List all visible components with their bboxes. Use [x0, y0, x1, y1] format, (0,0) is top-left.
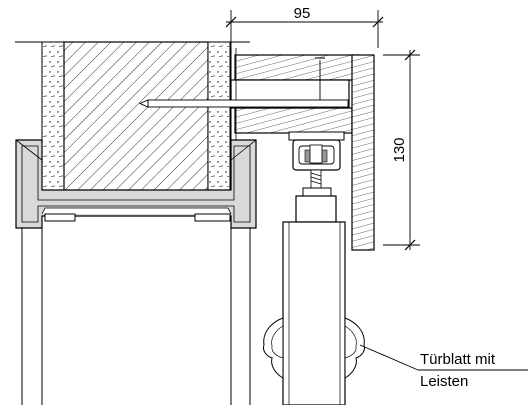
- label-door-leaf-line1: Türblatt mit: [420, 351, 496, 368]
- plaster-right: [207, 41, 231, 198]
- wall-anchor: [147, 99, 349, 108]
- door-leaf: [263, 221, 365, 405]
- wall-section: [15, 41, 250, 198]
- height-dimension-label: 130: [391, 137, 408, 162]
- side-panel: [351, 54, 375, 251]
- dimension-height: 130: [383, 49, 420, 251]
- casing-slot-left: [44, 213, 76, 222]
- moulding-right: [344, 317, 365, 379]
- door-casing: [15, 139, 257, 229]
- dimension-width: 95: [225, 5, 384, 48]
- hanger-bolt: [310, 169, 322, 189]
- door-leaf-annotation: Türblatt mit Leisten: [359, 344, 528, 390]
- casing-slot-right: [194, 213, 231, 222]
- track-bracket: [138, 48, 375, 251]
- roller-carriage: [288, 131, 345, 223]
- moulding-left: [263, 317, 284, 379]
- lower-wood-board: [234, 107, 353, 134]
- top-wood-board: [234, 54, 361, 81]
- plaster-left: [41, 41, 65, 198]
- label-door-leaf-line2: Leisten: [420, 373, 468, 390]
- door-opening-lines: [21, 228, 251, 405]
- masonry-core: [63, 41, 209, 198]
- width-dimension-label: 95: [294, 5, 311, 22]
